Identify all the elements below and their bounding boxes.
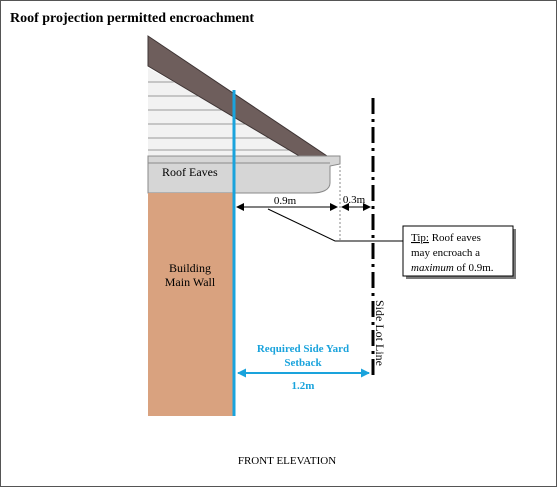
eave-dimension-label: 0.9m bbox=[274, 195, 297, 207]
wall-label-line1: Building bbox=[169, 261, 211, 275]
svg-text:maximum of 0.9m.: maximum of 0.9m. bbox=[411, 262, 494, 274]
tip-label: Tip: bbox=[411, 232, 429, 244]
setback-label-line2: Setback bbox=[284, 357, 322, 369]
svg-text:Tip: Roof eaves: Tip: Roof eaves bbox=[411, 232, 481, 244]
setback-label-line1: Required Side Yard bbox=[257, 343, 349, 355]
tip-line3: of 0.9m. bbox=[454, 262, 494, 274]
tip-line2: may encroach a bbox=[411, 247, 480, 259]
tip-box: Tip: Roof eaves may encroach a maximum o… bbox=[402, 225, 516, 279]
side-lot-line-label: Side Lot Line bbox=[373, 300, 387, 366]
tip-maximum: maximum bbox=[411, 262, 454, 274]
gap-dimension-label: 0.3m bbox=[343, 194, 366, 206]
tip-leader-line bbox=[267, 208, 406, 242]
roof-eaves-label: Roof Eaves bbox=[162, 165, 218, 179]
wall-label-line2: Main Wall bbox=[165, 275, 216, 289]
roof-eaves-fascia bbox=[147, 155, 341, 194]
diagram-title: Roof projection permitted encroachment bbox=[10, 11, 254, 26]
setback-dimension-label: 1.2m bbox=[292, 380, 315, 392]
front-elevation-caption: FRONT ELEVATION bbox=[238, 455, 336, 467]
building-main-wall bbox=[148, 193, 234, 416]
tip-line1: Roof eaves bbox=[429, 232, 481, 244]
